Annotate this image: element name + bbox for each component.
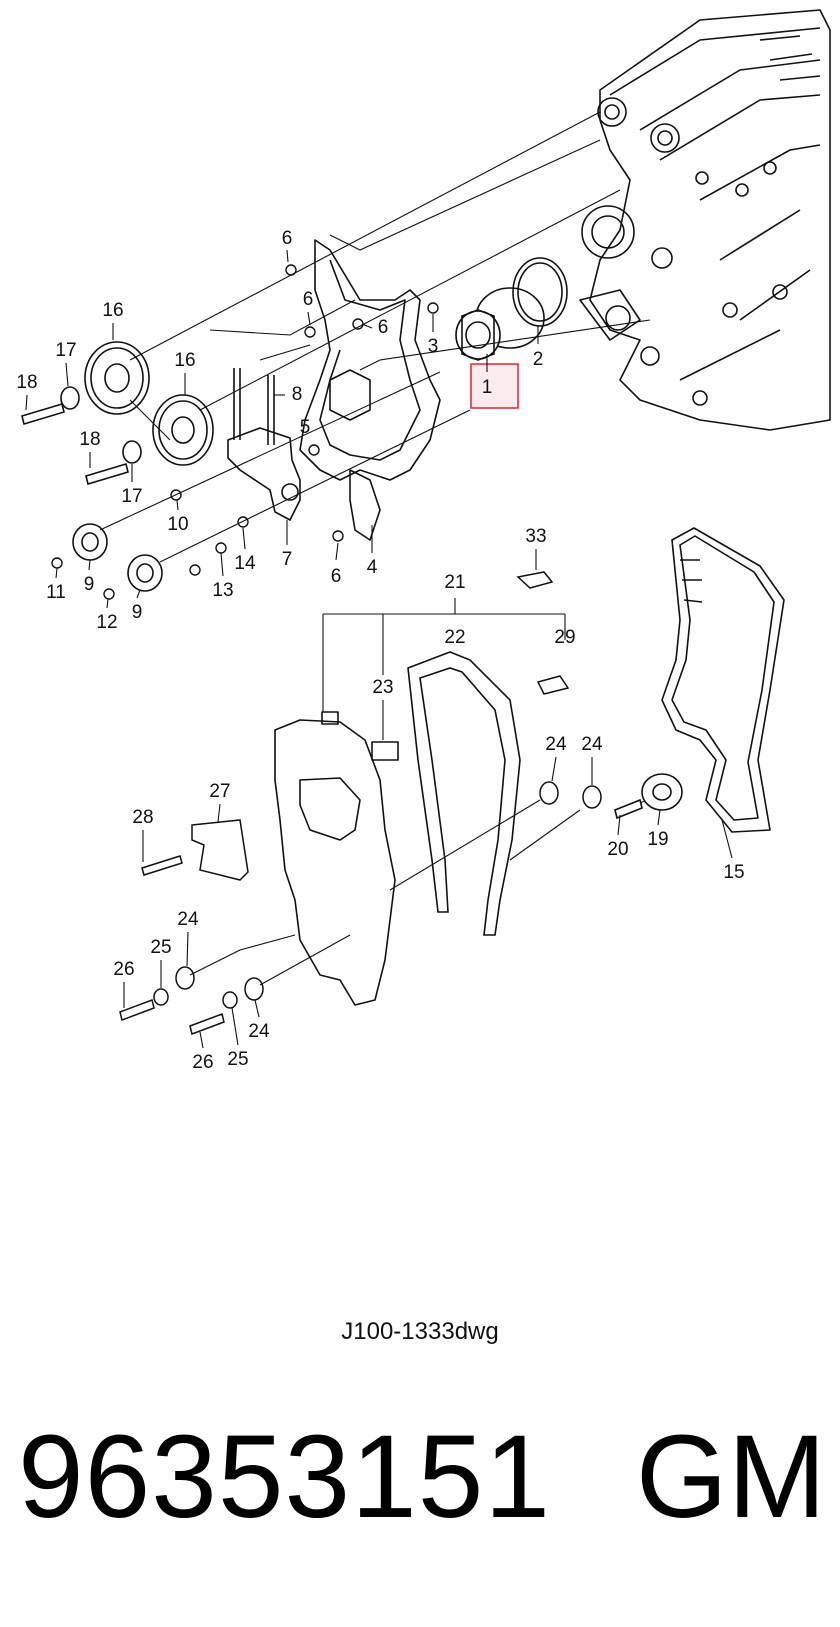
callout-24a: 24 — [545, 734, 567, 755]
callout-28: 28 — [132, 807, 153, 828]
callout-6a: 6 — [282, 228, 293, 249]
callout-9a: 9 — [84, 574, 95, 595]
callout-26b: 26 — [192, 1052, 213, 1073]
callout-24b: 24 — [581, 734, 603, 755]
callout-6b: 6 — [303, 289, 314, 310]
camshaft-sprocket-lower — [152, 394, 214, 466]
callout-17a: 17 — [55, 340, 76, 361]
callout-16a: 16 — [102, 300, 123, 321]
water-pump — [455, 287, 545, 361]
callout-15: 15 — [723, 862, 744, 883]
bracket — [227, 368, 301, 522]
callout-29: 29 — [554, 627, 575, 648]
brand-name: GM — [635, 1411, 826, 1543]
construction-lines — [99, 111, 651, 563]
rear-timing-cover — [299, 239, 441, 541]
belt-tensioner — [614, 773, 683, 820]
drawing-reference: J100-1333dwg — [341, 1318, 499, 1345]
callout-24d: 24 — [248, 1021, 270, 1042]
callout-19: 19 — [647, 829, 668, 850]
engine-block — [579, 9, 831, 431]
callout-18a: 18 — [16, 372, 37, 393]
callout-27: 27 — [209, 781, 230, 802]
callout-18b: 18 — [79, 429, 100, 450]
callout-14: 14 — [234, 553, 256, 574]
callout-25a: 25 — [150, 937, 171, 958]
timing-belt — [661, 527, 785, 833]
camshaft-sprocket-upper — [84, 341, 150, 415]
callout-25b: 25 — [227, 1049, 248, 1070]
callout-11: 11 — [46, 582, 66, 603]
callout-20: 20 — [607, 839, 628, 860]
idler-pulleys — [72, 523, 163, 592]
callout-13: 13 — [212, 580, 233, 601]
part-number: 96353151 — [18, 1411, 552, 1543]
cover-fasteners — [119, 571, 602, 1035]
callout-21: 21 — [444, 572, 465, 593]
callout-labels: 1 2 3 4 5 6 6 6 6 7 8 9 9 10 11 12 13 14… — [16, 228, 744, 1073]
callout-8: 8 — [292, 384, 303, 405]
callout-3: 3 — [428, 336, 439, 357]
callout-23: 23 — [372, 677, 393, 698]
highlight-box — [470, 363, 519, 409]
callout-33: 33 — [525, 526, 546, 547]
timing-cover-gasket — [407, 651, 521, 936]
callout-4: 4 — [367, 557, 378, 578]
washers-and-bolts — [21, 386, 142, 486]
callout-26a: 26 — [113, 959, 134, 980]
callout-6c: 6 — [378, 317, 389, 338]
callout-leaders — [25, 249, 733, 1049]
callout-7: 7 — [282, 549, 293, 570]
front-timing-cover — [274, 711, 399, 1006]
callout-16b: 16 — [174, 350, 195, 371]
callout-24c: 24 — [177, 909, 199, 930]
callout-2: 2 — [533, 349, 544, 370]
callout-22: 22 — [444, 627, 465, 648]
callout-5: 5 — [300, 417, 311, 438]
callout-9b: 9 — [132, 602, 143, 623]
callout-12: 12 — [96, 612, 117, 633]
small-bolts — [51, 264, 439, 600]
callout-10: 10 — [167, 514, 188, 535]
callout-1: 1 — [482, 377, 493, 398]
callout-17b: 17 — [121, 486, 142, 507]
callout-6d: 6 — [331, 566, 342, 587]
water-pump-gasket — [512, 257, 568, 327]
exploded-parts-diagram: 1 2 3 4 5 6 6 6 6 7 8 9 9 10 11 12 13 14… — [16, 9, 831, 1073]
